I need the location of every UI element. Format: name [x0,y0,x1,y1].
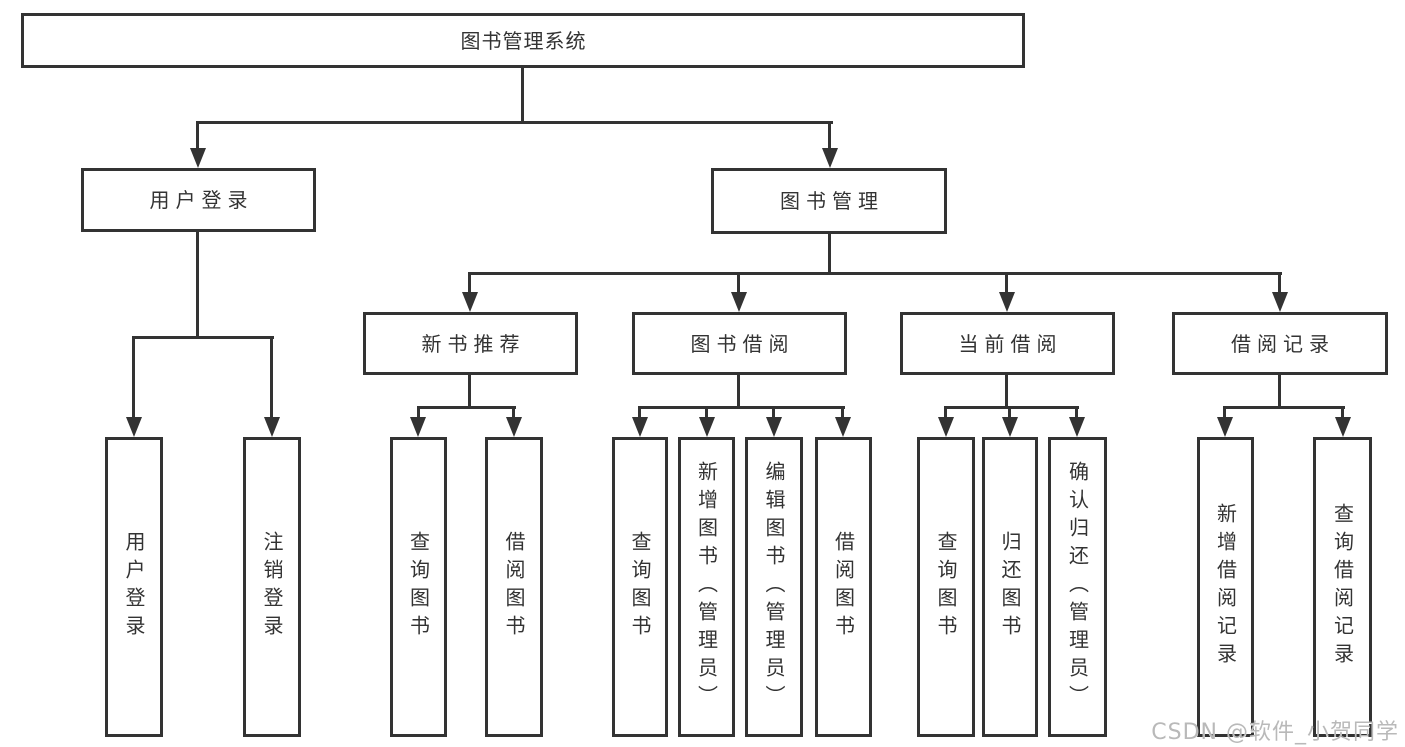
arrowhead-down-icon [699,417,715,437]
connector-vline [737,375,740,409]
arrow-stem [1278,275,1281,292]
arrowhead-down-icon [1069,417,1085,437]
arrowhead-down-icon [1002,417,1018,437]
arrow-stem [737,275,740,292]
connector-hline [638,406,845,409]
leaf-query-books-borrow: 查询图书 [612,437,668,737]
arrowhead-down-icon [190,148,206,168]
connector-hline [417,406,516,409]
arrow-stem [1008,409,1011,417]
leaf-user-login: 用户登录 [105,437,163,737]
arrowhead-down-icon [410,417,426,437]
arrow-stem [196,124,199,148]
leaf-logout: 注销登录 [243,437,301,737]
connector-vline [468,375,471,409]
arrow-stem [841,409,844,417]
arrowhead-down-icon [822,148,838,168]
arrowhead-down-icon [126,417,142,437]
connector-hline [196,121,833,124]
connector-hline [468,272,1282,275]
node-book-borrowing: 图书借阅 [632,312,847,375]
arrow-stem [705,409,708,417]
connector-vline [828,234,831,275]
arrowhead-down-icon [1217,417,1233,437]
watermark: CSDN @软件_小贺同学 [1151,720,1399,745]
arrowhead-down-icon [632,417,648,437]
connector-hline [132,336,274,339]
arrowhead-down-icon [264,417,280,437]
arrowhead-down-icon [1335,417,1351,437]
leaf-borrow-books-recommend: 借阅图书 [485,437,543,737]
leaf-return-books: 归还图书 [982,437,1038,737]
leaf-query-books-current: 查询图书 [917,437,975,737]
arrow-stem [468,275,471,292]
node-root-library-system: 图书管理系统 [21,13,1025,68]
arrow-stem [772,409,775,417]
arrowhead-down-icon [1272,292,1288,312]
connector-vline [521,68,524,124]
node-new-book-recommend: 新书推荐 [363,312,578,375]
arrow-stem [1075,409,1078,417]
arrow-stem [1341,409,1344,417]
arrow-stem [944,409,947,417]
arrow-stem [132,339,135,417]
node-user-login: 用户登录 [81,168,316,232]
arrowhead-down-icon [731,292,747,312]
arrow-stem [270,339,273,417]
arrow-stem [417,409,420,417]
arrow-stem [638,409,641,417]
arrowhead-down-icon [938,417,954,437]
connector-hline [1223,406,1345,409]
leaf-edit-books-admin: 编辑图书（管理员） [745,437,803,737]
arrowhead-down-icon [835,417,851,437]
arrow-stem [1223,409,1226,417]
arrowhead-down-icon [462,292,478,312]
connector-vline [196,232,199,339]
node-book-management: 图书管理 [711,168,947,234]
leaf-add-books-admin: 新增图书（管理员） [678,437,735,737]
node-borrowing-records: 借阅记录 [1172,312,1388,375]
arrow-stem [512,409,515,417]
arrowhead-down-icon [506,417,522,437]
connector-vline [1005,375,1008,409]
connector-vline [1278,375,1281,409]
leaf-borrow-books: 借阅图书 [815,437,872,737]
leaf-query-borrow-record: 查询借阅记录 [1313,437,1372,737]
leaf-confirm-return-admin: 确认归还（管理员） [1048,437,1107,737]
arrow-stem [1005,275,1008,292]
leaf-add-borrow-record: 新增借阅记录 [1197,437,1254,737]
node-current-borrowing: 当前借阅 [900,312,1115,375]
arrowhead-down-icon [999,292,1015,312]
arrowhead-down-icon [766,417,782,437]
arrow-stem [828,124,831,148]
leaf-query-books-recommend: 查询图书 [390,437,447,737]
connector-hline [944,406,1079,409]
